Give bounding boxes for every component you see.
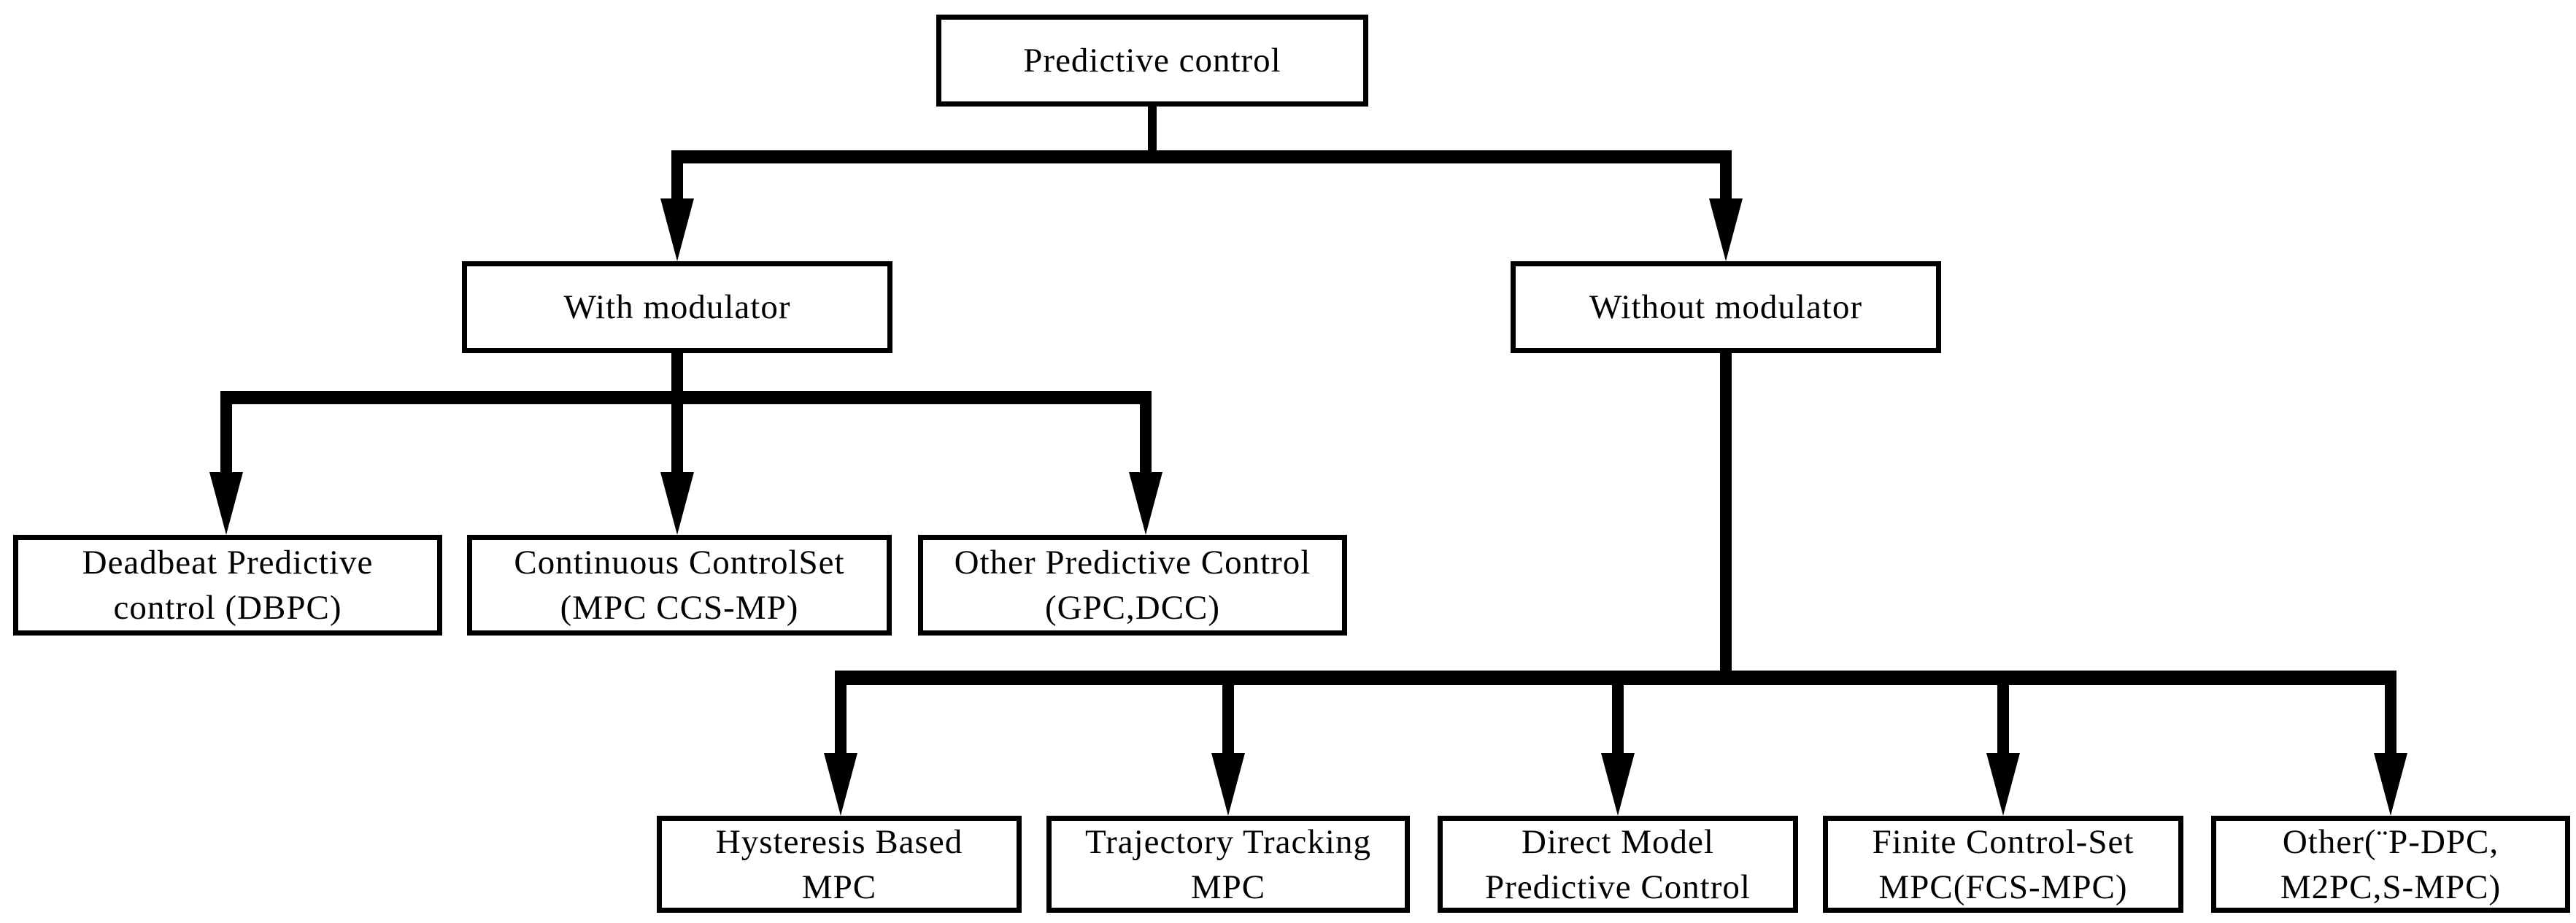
connector-drop-direct-model (1612, 685, 1624, 753)
node-trajectory-line2: MPC (1190, 868, 1266, 906)
node-finite-control-set-mpc: Finite Control-Set MPC(FCS-MPC) (1823, 816, 2183, 913)
connector-drop-other (2385, 685, 2396, 753)
node-other-line2: M2PC,S-MPC) (2280, 868, 2502, 906)
arrowhead-other (2374, 753, 2407, 816)
connector-root-stem (1148, 107, 1157, 163)
arrowhead-trajectory (1211, 753, 1245, 816)
node-trajectory-line1: Trajectory Tracking (1085, 822, 1371, 861)
node-other-predictive-line1: Other Predictive Control (954, 544, 1311, 582)
connector-drop-trajectory (1222, 685, 1234, 753)
node-other-predictive-line2: (GPC,DCC) (1044, 589, 1221, 627)
connector-level1-rail (671, 150, 1732, 163)
connector-left-group-rail (220, 391, 1152, 404)
node-hysteresis-based-mpc: Hysteresis Based MPC (657, 816, 1022, 913)
arrowhead-direct-model (1601, 753, 1635, 816)
node-continuous-line1: Continuous ControlSet (514, 544, 845, 582)
node-with-modulator: With modulator (462, 261, 892, 353)
node-deadbeat-line1: Deadbeat Predictive (82, 544, 374, 582)
node-trajectory-tracking-mpc: Trajectory Tracking MPC (1046, 816, 1410, 913)
arrowhead-hysteresis (824, 753, 857, 816)
connector-with-modulator-stem (671, 353, 683, 474)
node-predictive-control: Predictive control (936, 15, 1368, 107)
arrowhead-without-modulator (1709, 198, 1743, 261)
arrowhead-with-modulator (660, 198, 694, 261)
node-direct-model-line1: Direct Model (1522, 822, 1714, 861)
node-other-predictive-control: Other Predictive Control (GPC,DCC) (918, 535, 1347, 636)
connector-right-group-rail (835, 671, 2396, 685)
node-predictive-control-label: Predictive control (1023, 42, 1281, 80)
connector-drop-without-modulator (1720, 150, 1732, 200)
node-with-modulator-label: With modulator (563, 288, 791, 326)
node-finite-line2: MPC(FCS-MPC) (1878, 868, 2128, 906)
node-without-modulator-label: Without modulator (1589, 288, 1863, 326)
connector-without-modulator-stem (1720, 353, 1732, 685)
node-continuous-line2: (MPC CCS-MP) (560, 589, 799, 627)
node-finite-line1: Finite Control-Set (1872, 822, 2135, 861)
connector-drop-deadbeat (220, 391, 232, 474)
arrowhead-other-predictive (1129, 472, 1162, 535)
node-without-modulator: Without modulator (1511, 261, 1941, 353)
arrowhead-finite (1986, 753, 2020, 816)
node-deadbeat-line2: control (DBPC) (113, 589, 342, 627)
node-other-line1: Other(¨P-DPC, (2282, 822, 2499, 861)
connector-drop-hysteresis (835, 685, 847, 753)
arrowhead-deadbeat (209, 472, 243, 535)
node-other-pdpc: Other(¨P-DPC, M2PC,S-MPC) (2211, 816, 2570, 913)
arrowhead-continuous-controlset (660, 472, 694, 535)
node-hysteresis-line2: MPC (801, 868, 877, 906)
node-deadbeat-predictive-control: Deadbeat Predictive control (DBPC) (13, 535, 442, 636)
connector-drop-finite (1997, 685, 2009, 753)
connector-drop-with-modulator (671, 150, 683, 200)
node-direct-model-predictive-control: Direct Model Predictive Control (1438, 816, 1798, 913)
node-hysteresis-line1: Hysteresis Based (715, 822, 963, 861)
connector-drop-other-predictive (1140, 391, 1152, 474)
node-continuous-controlset: Continuous ControlSet (MPC CCS-MP) (467, 535, 892, 636)
node-direct-model-line2: Predictive Control (1485, 868, 1751, 906)
